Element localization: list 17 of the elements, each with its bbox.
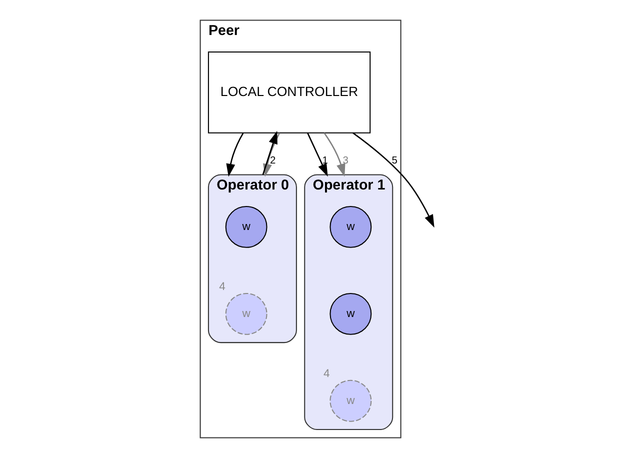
edge-label: 2 <box>270 156 276 167</box>
arrow <box>323 132 345 177</box>
node-circle: w <box>224 206 267 248</box>
edge-label: 1 <box>322 156 328 167</box>
node-box: LOCAL CONTROLLER <box>207 52 370 134</box>
node-circle: w <box>329 380 372 422</box>
node-label: 4 <box>322 368 330 380</box>
edge-label: 5 <box>391 156 398 167</box>
node-circle: w <box>224 292 267 335</box>
node-circle: w <box>329 206 372 248</box>
arrow <box>306 132 328 177</box>
edge-label: 3 <box>342 156 348 167</box>
arrow <box>226 132 244 177</box>
arrow <box>352 132 434 228</box>
arrow <box>262 130 277 175</box>
node-circle: w <box>329 292 372 335</box>
node-label: 4 <box>218 281 225 294</box>
